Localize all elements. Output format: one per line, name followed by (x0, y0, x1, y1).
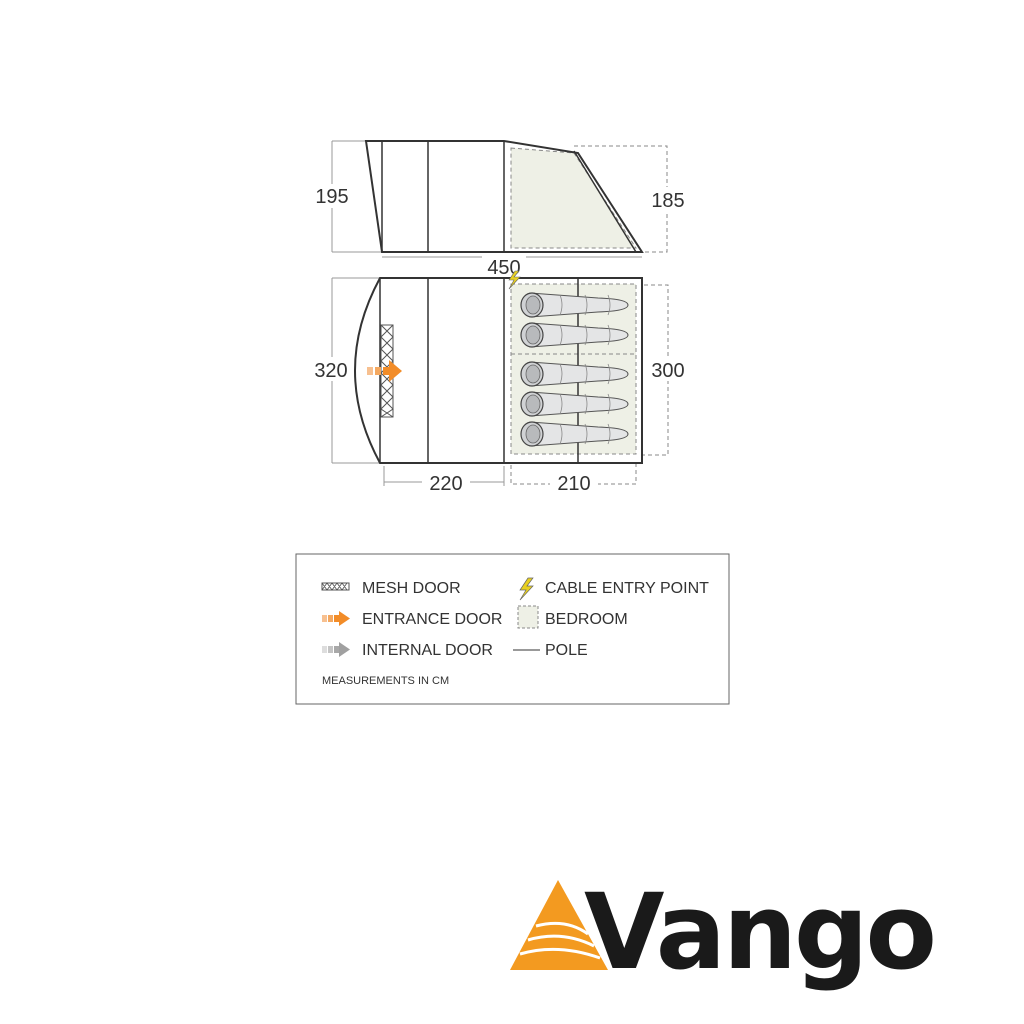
bedroom-dashed-box-icon (517, 605, 539, 629)
brand-mountain-icon (510, 880, 608, 970)
side-length-label: 450 (487, 257, 520, 279)
dim-label-bg (645, 357, 691, 381)
legend-label-entrance-door: ENTRANCE DOOR (362, 611, 502, 628)
dim-label-bg (422, 471, 470, 493)
sleeping-bag (520, 361, 629, 387)
legend-label-bedroom: BEDROOM (545, 611, 628, 628)
sleeping-bag (520, 391, 629, 417)
brand-logo: Vango (510, 871, 937, 993)
entrance-door-arrow-icon (367, 360, 402, 382)
dim-label-bg (550, 471, 598, 493)
cable-entry-lightning-icon (508, 270, 521, 290)
dim-label-bg (645, 187, 691, 211)
legend-label-pole: POLE (545, 642, 588, 659)
legend-label-mesh-door: MESH DOOR (362, 580, 461, 597)
sleeping-bag (520, 322, 629, 348)
side-view: 195 185 450 (310, 140, 691, 279)
entrance-door-arrow-icon (322, 611, 350, 626)
living-length-label: 220 (429, 473, 462, 495)
dim-label-bg (308, 357, 354, 381)
sleeping-bag (520, 292, 629, 318)
legend-label-internal-door: INTERNAL DOOR (362, 642, 493, 659)
side-height-left-label: 195 (315, 186, 348, 208)
legend-label-cable-entry: CABLE ENTRY POINT (545, 580, 709, 597)
pole-line (573, 150, 637, 253)
bedroom-area-side (510, 147, 637, 249)
brand-wordmark: Vango (584, 871, 934, 993)
legend-box: MESH DOOR ENTRANCE DOOR INTERNAL DOOR CA… (295, 553, 730, 705)
internal-door-arrow-icon (322, 642, 350, 657)
bedroom-envelope-dashed (574, 145, 668, 253)
top-width-right-label: 300 (651, 360, 684, 382)
legend-border (295, 553, 730, 705)
top-view: 320 300 220 210 (308, 270, 691, 495)
cable-entry-lightning-icon (519, 577, 534, 601)
dim-label-bg (310, 184, 356, 208)
bedroom-length-label: 210 (557, 473, 590, 495)
sleeping-bags (520, 292, 629, 447)
mesh-door-icon (321, 582, 350, 591)
top-width-left-label: 320 (314, 360, 347, 382)
side-height-right-label: 185 (651, 190, 684, 212)
tent-outline-side (364, 140, 644, 253)
sleeping-bag (520, 421, 629, 447)
measurements-note: MEASUREMENTS IN CM (322, 675, 449, 687)
